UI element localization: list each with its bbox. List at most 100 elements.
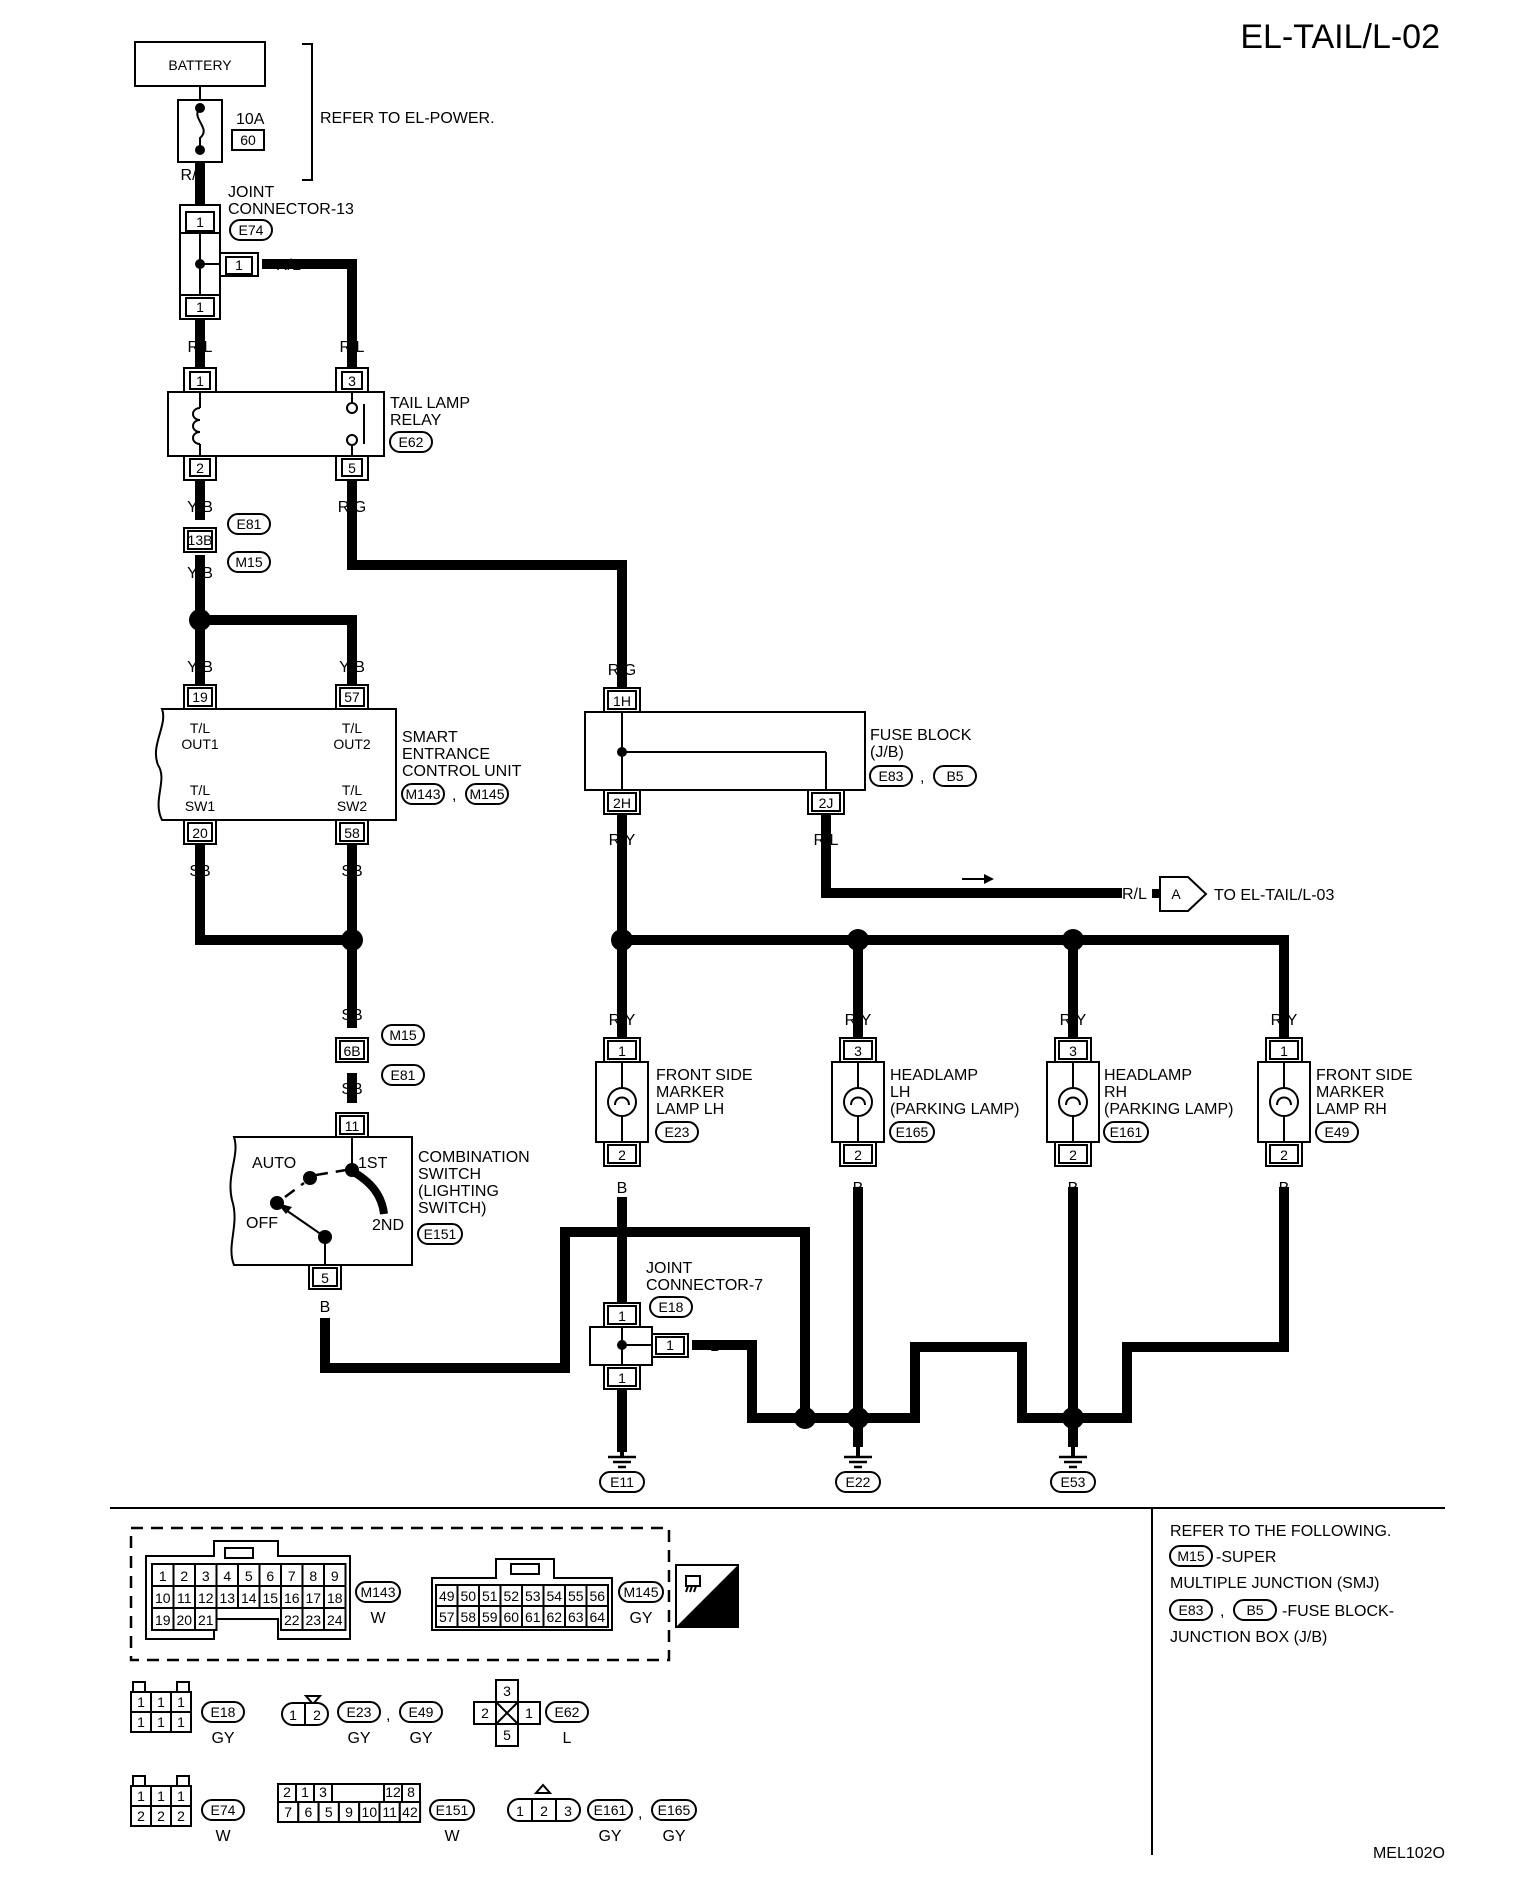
svg-text:3: 3	[854, 1043, 862, 1059]
pin-label: 1	[157, 1788, 165, 1804]
pin-label: 5	[245, 1568, 253, 1584]
svg-text:2: 2	[196, 460, 204, 476]
svg-text:B: B	[320, 1299, 331, 1316]
tail-lamp-relay: R/L R/L 1 3 2 5 TAIL LAMP RELAY E62 Y/B …	[167, 339, 470, 516]
pin-label: 7	[284, 1804, 292, 1820]
svg-text:JOINT: JOINT	[228, 184, 274, 201]
svg-text:TO EL-TAIL/L-03: TO EL-TAIL/L-03	[1214, 887, 1334, 904]
harness-group-box	[129, 1526, 671, 1662]
pin-label: 1	[137, 1788, 145, 1804]
svg-text:(LIGHTING: (LIGHTING	[418, 1183, 499, 1200]
pin-label: 18	[327, 1590, 343, 1606]
svg-text:OUT1: OUT1	[181, 736, 219, 752]
svg-text:GY: GY	[211, 1730, 234, 1747]
svg-text:1: 1	[1280, 1043, 1288, 1059]
svg-text:R/Y: R/Y	[845, 1012, 872, 1029]
pin-cell	[170, 1805, 192, 1827]
svg-text:B: B	[617, 1263, 628, 1280]
pin-label: 60	[503, 1609, 519, 1625]
pin-label: 11	[177, 1590, 192, 1606]
pin-label: 42	[402, 1804, 418, 1820]
svg-text:COMBINATION: COMBINATION	[418, 1149, 530, 1166]
svg-text:E161: E161	[594, 1802, 627, 1818]
svg-text:E151: E151	[424, 1226, 457, 1242]
svg-text:LH: LH	[890, 1084, 910, 1101]
harness-wires	[195, 150, 1289, 1452]
refer-el-power: REFER TO EL-POWER.	[320, 110, 495, 127]
lamp-front-side-marker-lh: R/Y 1 2 FRONT SIDE MARKER LAMP LH E23 B	[595, 1012, 753, 1197]
pin-label: 61	[525, 1609, 541, 1625]
refer-bracket	[302, 43, 313, 181]
svg-text:MARKER: MARKER	[1316, 1084, 1384, 1101]
svg-text:E165: E165	[658, 1802, 691, 1818]
pin-label: 6	[305, 1804, 313, 1820]
svg-text:GY: GY	[347, 1730, 370, 1747]
pin-label: 13	[219, 1590, 235, 1606]
pin-label: 50	[460, 1588, 476, 1604]
lamp-headlamp-rh-parking: R/Y 3 2 HEADLAMP RH (PARKING LAMP) E161 …	[1046, 1012, 1234, 1197]
svg-text:2H: 2H	[613, 795, 631, 811]
pin-label: 2	[157, 1808, 165, 1824]
svg-text:E49: E49	[1325, 1124, 1350, 1140]
pin-label: 21	[198, 1612, 214, 1628]
pin-label: 1	[177, 1714, 185, 1730]
svg-text:SW2: SW2	[337, 798, 368, 814]
svg-text:R/L: R/L	[814, 832, 839, 849]
svg-text:B: B	[710, 1338, 721, 1355]
combination-switch: 11 AUTO 1ST OFF 2ND 5 COMBINATION SWITCH…	[229, 1112, 530, 1316]
svg-text:,: ,	[920, 769, 924, 786]
svg-text:GY: GY	[409, 1730, 432, 1747]
svg-text:SB: SB	[341, 1007, 362, 1024]
svg-text:ENTRANCE: ENTRANCE	[402, 746, 490, 763]
svg-text:M15: M15	[235, 554, 262, 570]
svg-text:OFF: OFF	[246, 1215, 278, 1232]
svg-text:E83: E83	[1179, 1602, 1204, 1618]
svg-text:13B: 13B	[188, 532, 213, 548]
svg-text:HEADLAMP: HEADLAMP	[1104, 1067, 1192, 1084]
svg-text:6B: 6B	[343, 1043, 360, 1059]
svg-text:SW1: SW1	[185, 798, 216, 814]
svg-text:T/L: T/L	[190, 720, 210, 736]
svg-text:11: 11	[345, 1118, 360, 1134]
svg-text:E151: E151	[436, 1802, 469, 1818]
inline-connector-6b: SB 6B M15 E81 SB	[335, 1007, 425, 1098]
pin-label: 11	[382, 1804, 397, 1820]
svg-text:1: 1	[516, 1803, 524, 1819]
joint-connector-13: R/L 1 1 1 JOINT CONNECTOR-13 E74 R/L	[179, 167, 354, 320]
svg-text:HEADLAMP: HEADLAMP	[890, 1067, 978, 1084]
svg-text:(PARKING LAMP): (PARKING LAMP)	[890, 1101, 1020, 1118]
pin-label: 1	[159, 1568, 167, 1584]
svg-text:B5: B5	[1246, 1602, 1263, 1618]
pin-label: 59	[482, 1609, 498, 1625]
svg-text:SB: SB	[189, 863, 210, 880]
pin-label: 3	[319, 1784, 327, 1800]
svg-text:5: 5	[348, 460, 356, 476]
svg-text:R/Y: R/Y	[609, 832, 636, 849]
pin-label: 2	[137, 1808, 145, 1824]
pin-label: 2	[177, 1808, 185, 1824]
svg-text:E18: E18	[659, 1299, 684, 1315]
svg-text:60: 60	[240, 132, 256, 148]
pin-label: 2	[180, 1568, 188, 1584]
svg-text:B: B	[853, 1180, 864, 1197]
svg-text:GY: GY	[598, 1828, 621, 1845]
svg-text:JUNCTION BOX (J/B): JUNCTION BOX (J/B)	[1170, 1629, 1327, 1646]
connector-face-e161-e165: 1 2 3 E161 GY , E165 GY	[507, 1783, 697, 1845]
svg-text:B: B	[747, 1380, 758, 1397]
svg-text:E74: E74	[211, 1802, 236, 1818]
pin-label: 5	[325, 1804, 333, 1820]
svg-text:E83: E83	[879, 768, 904, 784]
svg-text:Y/B: Y/B	[187, 565, 213, 582]
pin-label: 15	[262, 1590, 278, 1606]
svg-text:T/L: T/L	[342, 720, 362, 736]
svg-text:E23: E23	[347, 1704, 372, 1720]
svg-text:Y/B: Y/B	[187, 499, 213, 516]
svg-text:A: A	[1171, 886, 1181, 902]
pin-cell	[170, 1711, 192, 1733]
svg-text:E62: E62	[555, 1704, 580, 1720]
svg-text:5: 5	[321, 1270, 329, 1286]
svg-text:B: B	[617, 1180, 628, 1197]
pin-label: 1	[177, 1788, 185, 1804]
svg-text:M143: M143	[405, 786, 440, 802]
svg-text:B5: B5	[946, 768, 963, 784]
